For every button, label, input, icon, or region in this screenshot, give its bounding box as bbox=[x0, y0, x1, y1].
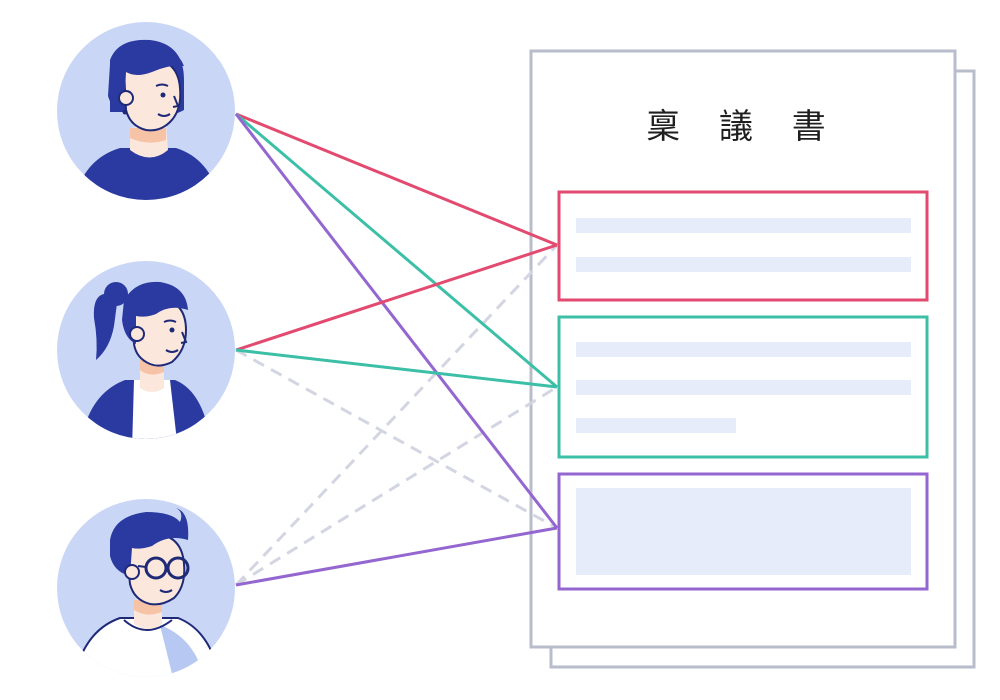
dashed-connection bbox=[235, 385, 558, 587]
connection-purple bbox=[234, 113, 559, 529]
connection-purple bbox=[235, 526, 558, 587]
text-placeholder-line bbox=[576, 257, 911, 272]
text-placeholder-line bbox=[576, 380, 911, 395]
person-woman-ponytail bbox=[57, 261, 235, 439]
person-man-glasses bbox=[57, 499, 235, 677]
connection-teal bbox=[235, 348, 558, 389]
section-red bbox=[557, 190, 929, 302]
section-teal bbox=[557, 315, 929, 459]
connection-teal bbox=[235, 112, 558, 389]
text-placeholder-line bbox=[576, 418, 736, 433]
section-purple-frame bbox=[557, 472, 929, 591]
text-placeholder-line bbox=[576, 342, 911, 357]
section-purple bbox=[557, 472, 929, 591]
dashed-connection bbox=[235, 348, 558, 530]
document-title: 稟 議 書 bbox=[646, 107, 840, 147]
dashed-connection bbox=[234, 243, 559, 587]
woman-ponytail-avatar-icon bbox=[80, 281, 212, 439]
section-red-frame bbox=[557, 190, 929, 302]
connections bbox=[234, 112, 559, 587]
connection-red bbox=[235, 112, 558, 247]
section-teal-frame bbox=[557, 315, 929, 459]
text-placeholder-line bbox=[576, 218, 911, 233]
approval-document: 稟 議 書 bbox=[529, 49, 976, 669]
content-placeholder-block bbox=[576, 488, 911, 575]
connection-red bbox=[235, 243, 558, 352]
person-woman-short-hair bbox=[57, 22, 235, 200]
